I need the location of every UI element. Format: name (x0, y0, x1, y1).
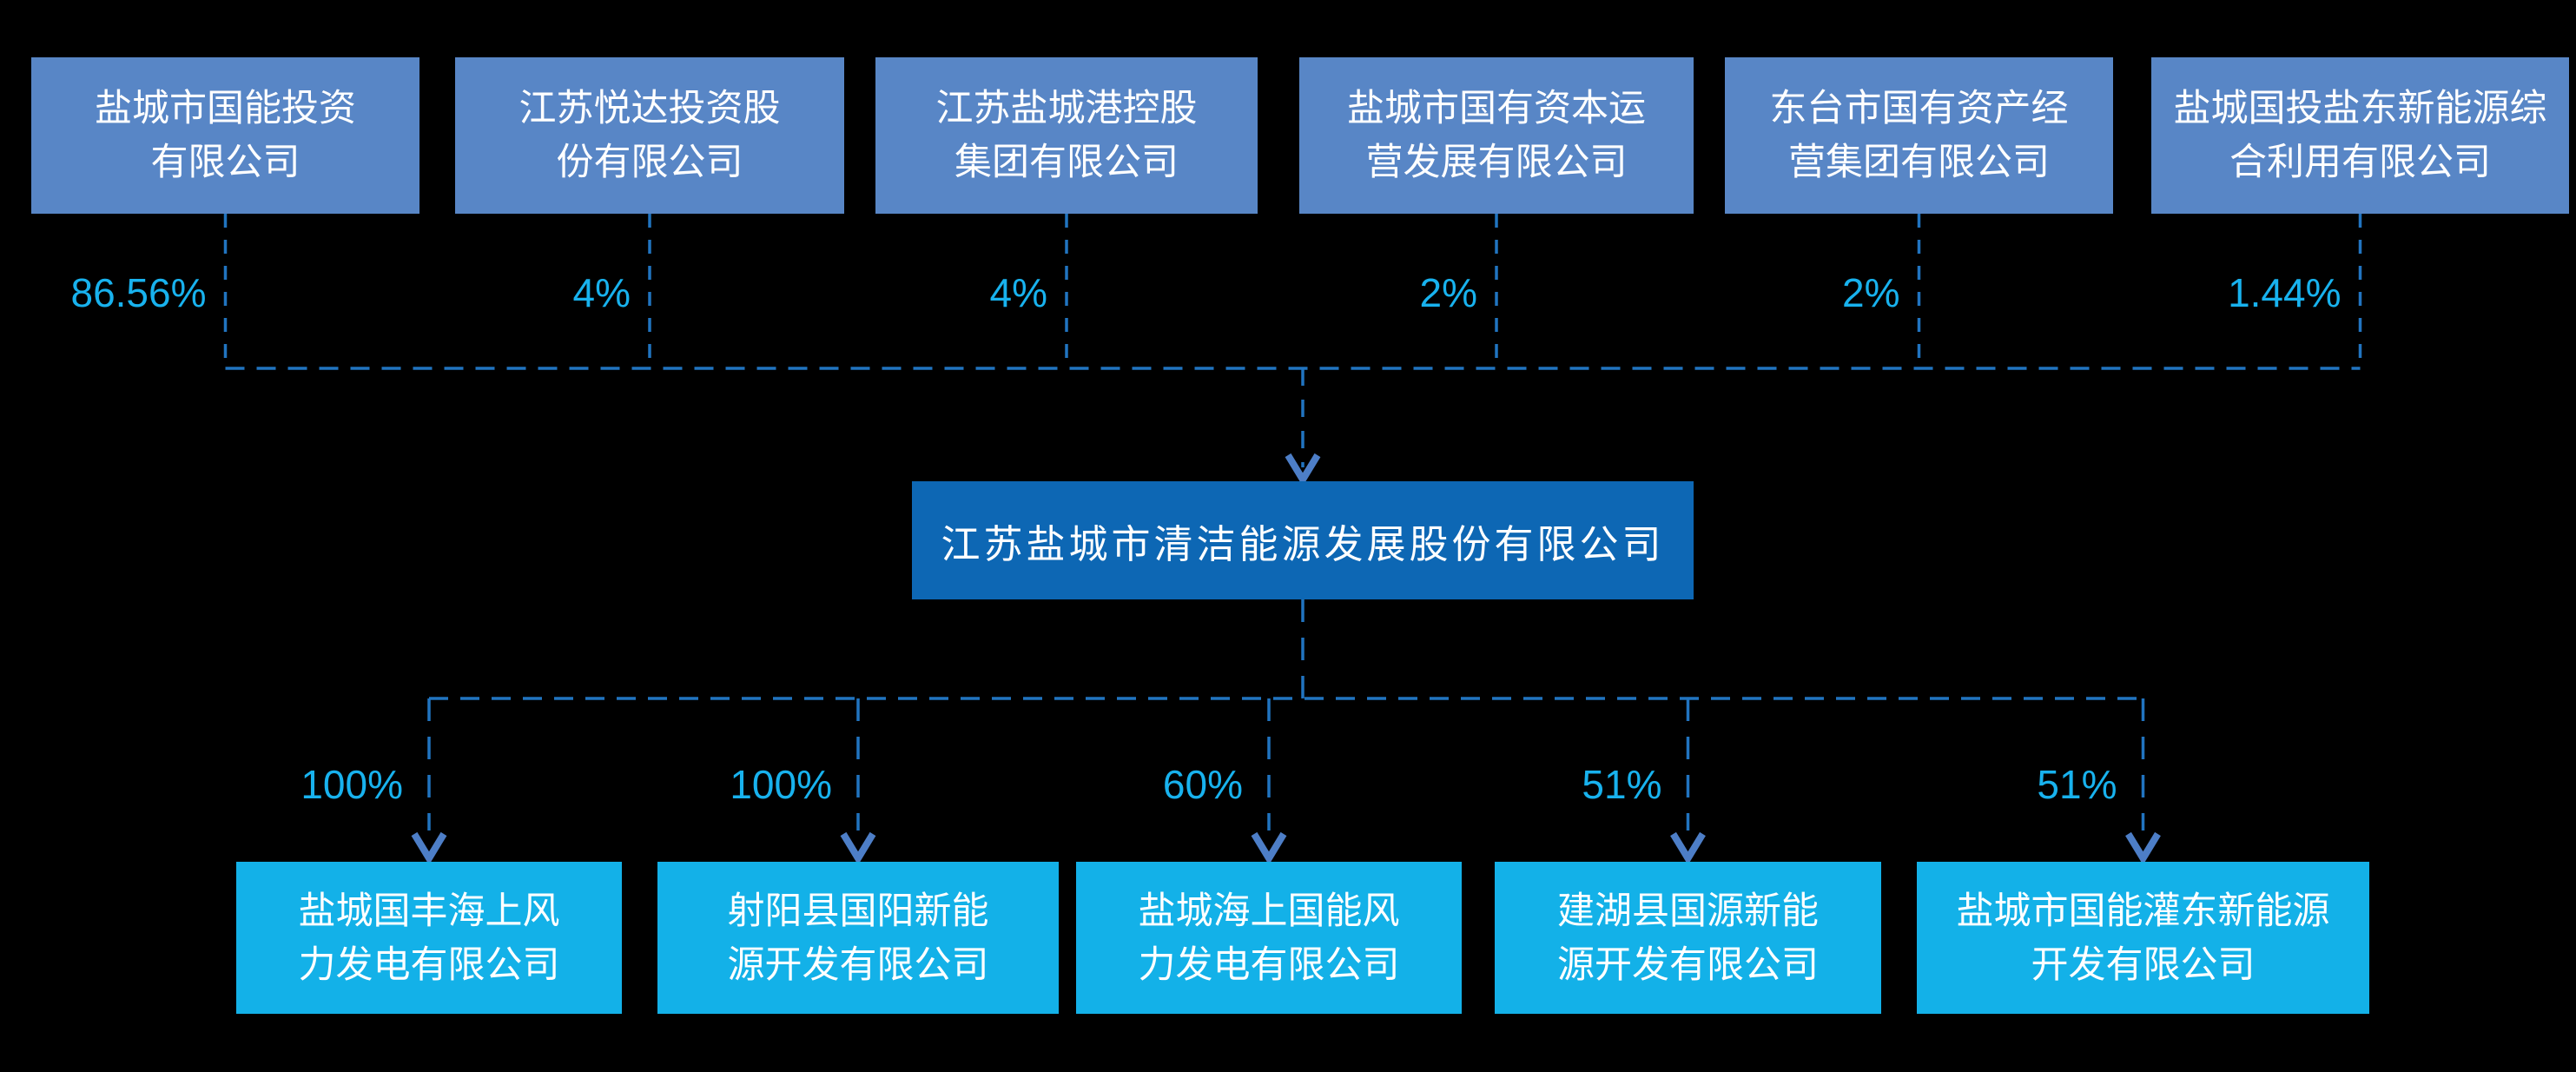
arrow-down-icon (840, 831, 876, 865)
arrow-down-icon (2125, 831, 2161, 865)
company-name-line: 集团有限公司 (954, 142, 1179, 183)
company-name-line: 盐城市国能灌东新能源 (1956, 890, 2330, 932)
main-company-name: 江苏盐城市清洁能源发展股份有限公司 (941, 521, 1665, 566)
company-box-parent: 江苏悦达投资股份有限公司 (455, 57, 844, 214)
arrow-down-icon (1285, 453, 1321, 486)
company-name-line: 合利用有限公司 (2229, 142, 2491, 183)
company-box-parent: 盐城市国有资本运营发展有限公司 (1299, 57, 1694, 214)
ownership-percent-parent: 4% (989, 270, 1047, 315)
company-name-line: 江苏盐城港控股 (935, 88, 1198, 129)
company-box-subsidiary: 盐城海上国能风力发电有限公司 (1076, 862, 1462, 1014)
company-name-line: 东台市国有资产经 (1769, 88, 2069, 129)
ownership-percent-subsidiary: 100% (301, 762, 403, 807)
company-name-line: 源开发有限公司 (727, 943, 989, 986)
ownership-percent-parent: 1.44% (2228, 270, 2342, 315)
company-box-subsidiary: 盐城国丰海上风力发电有限公司 (236, 862, 622, 1014)
company-name-line: 盐城国投盐东新能源综 (2173, 88, 2547, 129)
company-name-line: 建湖县国源新能 (1557, 890, 1819, 932)
company-box-parent: 盐城市国能投资有限公司 (31, 57, 419, 214)
company-box-parent: 江苏盐城港控股集团有限公司 (875, 57, 1258, 214)
company-box-parent: 东台市国有资产经营集团有限公司 (1725, 57, 2113, 214)
company-name-line: 源开发有限公司 (1557, 943, 1819, 986)
ownership-percent-parent: 2% (1419, 270, 1477, 315)
ownership-percent-parent: 2% (1842, 270, 1900, 315)
ownership-percent-parent: 86.56% (70, 270, 207, 315)
company-name-line: 江苏悦达投资股 (519, 88, 781, 129)
arrow-down-icon (1670, 831, 1706, 865)
company-name-line: 射阳县国阳新能 (727, 890, 989, 932)
ownership-percent-subsidiary: 51% (1582, 762, 1662, 807)
company-name-line: 份有限公司 (556, 142, 743, 183)
company-name-line: 盐城市国能投资 (95, 88, 356, 129)
company-box-main: 江苏盐城市清洁能源发展股份有限公司 (912, 481, 1694, 599)
company-name-line: 盐城国丰海上风 (298, 890, 560, 932)
company-name-line: 盐城海上国能风 (1138, 890, 1400, 932)
company-name-line: 营集团有限公司 (1788, 142, 2050, 183)
ownership-percent-subsidiary: 100% (730, 762, 832, 807)
company-box-subsidiary: 建湖县国源新能源开发有限公司 (1495, 862, 1881, 1014)
company-box-parent: 盐城国投盐东新能源综合利用有限公司 (2151, 57, 2569, 214)
arrow-down-icon (1251, 831, 1287, 865)
company-name-line: 盐城市国有资本运 (1347, 88, 1646, 129)
company-box-subsidiary: 盐城市国能灌东新能源开发有限公司 (1917, 862, 2369, 1014)
arrow-down-icon (411, 831, 447, 865)
company-name-line: 有限公司 (150, 142, 301, 183)
ownership-percent-subsidiary: 60% (1162, 762, 1243, 807)
company-box-subsidiary: 射阳县国阳新能源开发有限公司 (657, 862, 1059, 1014)
company-name-line: 力发电有限公司 (1138, 943, 1400, 986)
company-name-line: 营发展有限公司 (1365, 142, 1628, 183)
company-name-line: 开发有限公司 (2031, 943, 2256, 986)
company-name-line: 力发电有限公司 (298, 943, 560, 986)
ownership-percent-parent: 4% (572, 270, 631, 315)
ownership-percent-subsidiary: 51% (2037, 762, 2117, 807)
